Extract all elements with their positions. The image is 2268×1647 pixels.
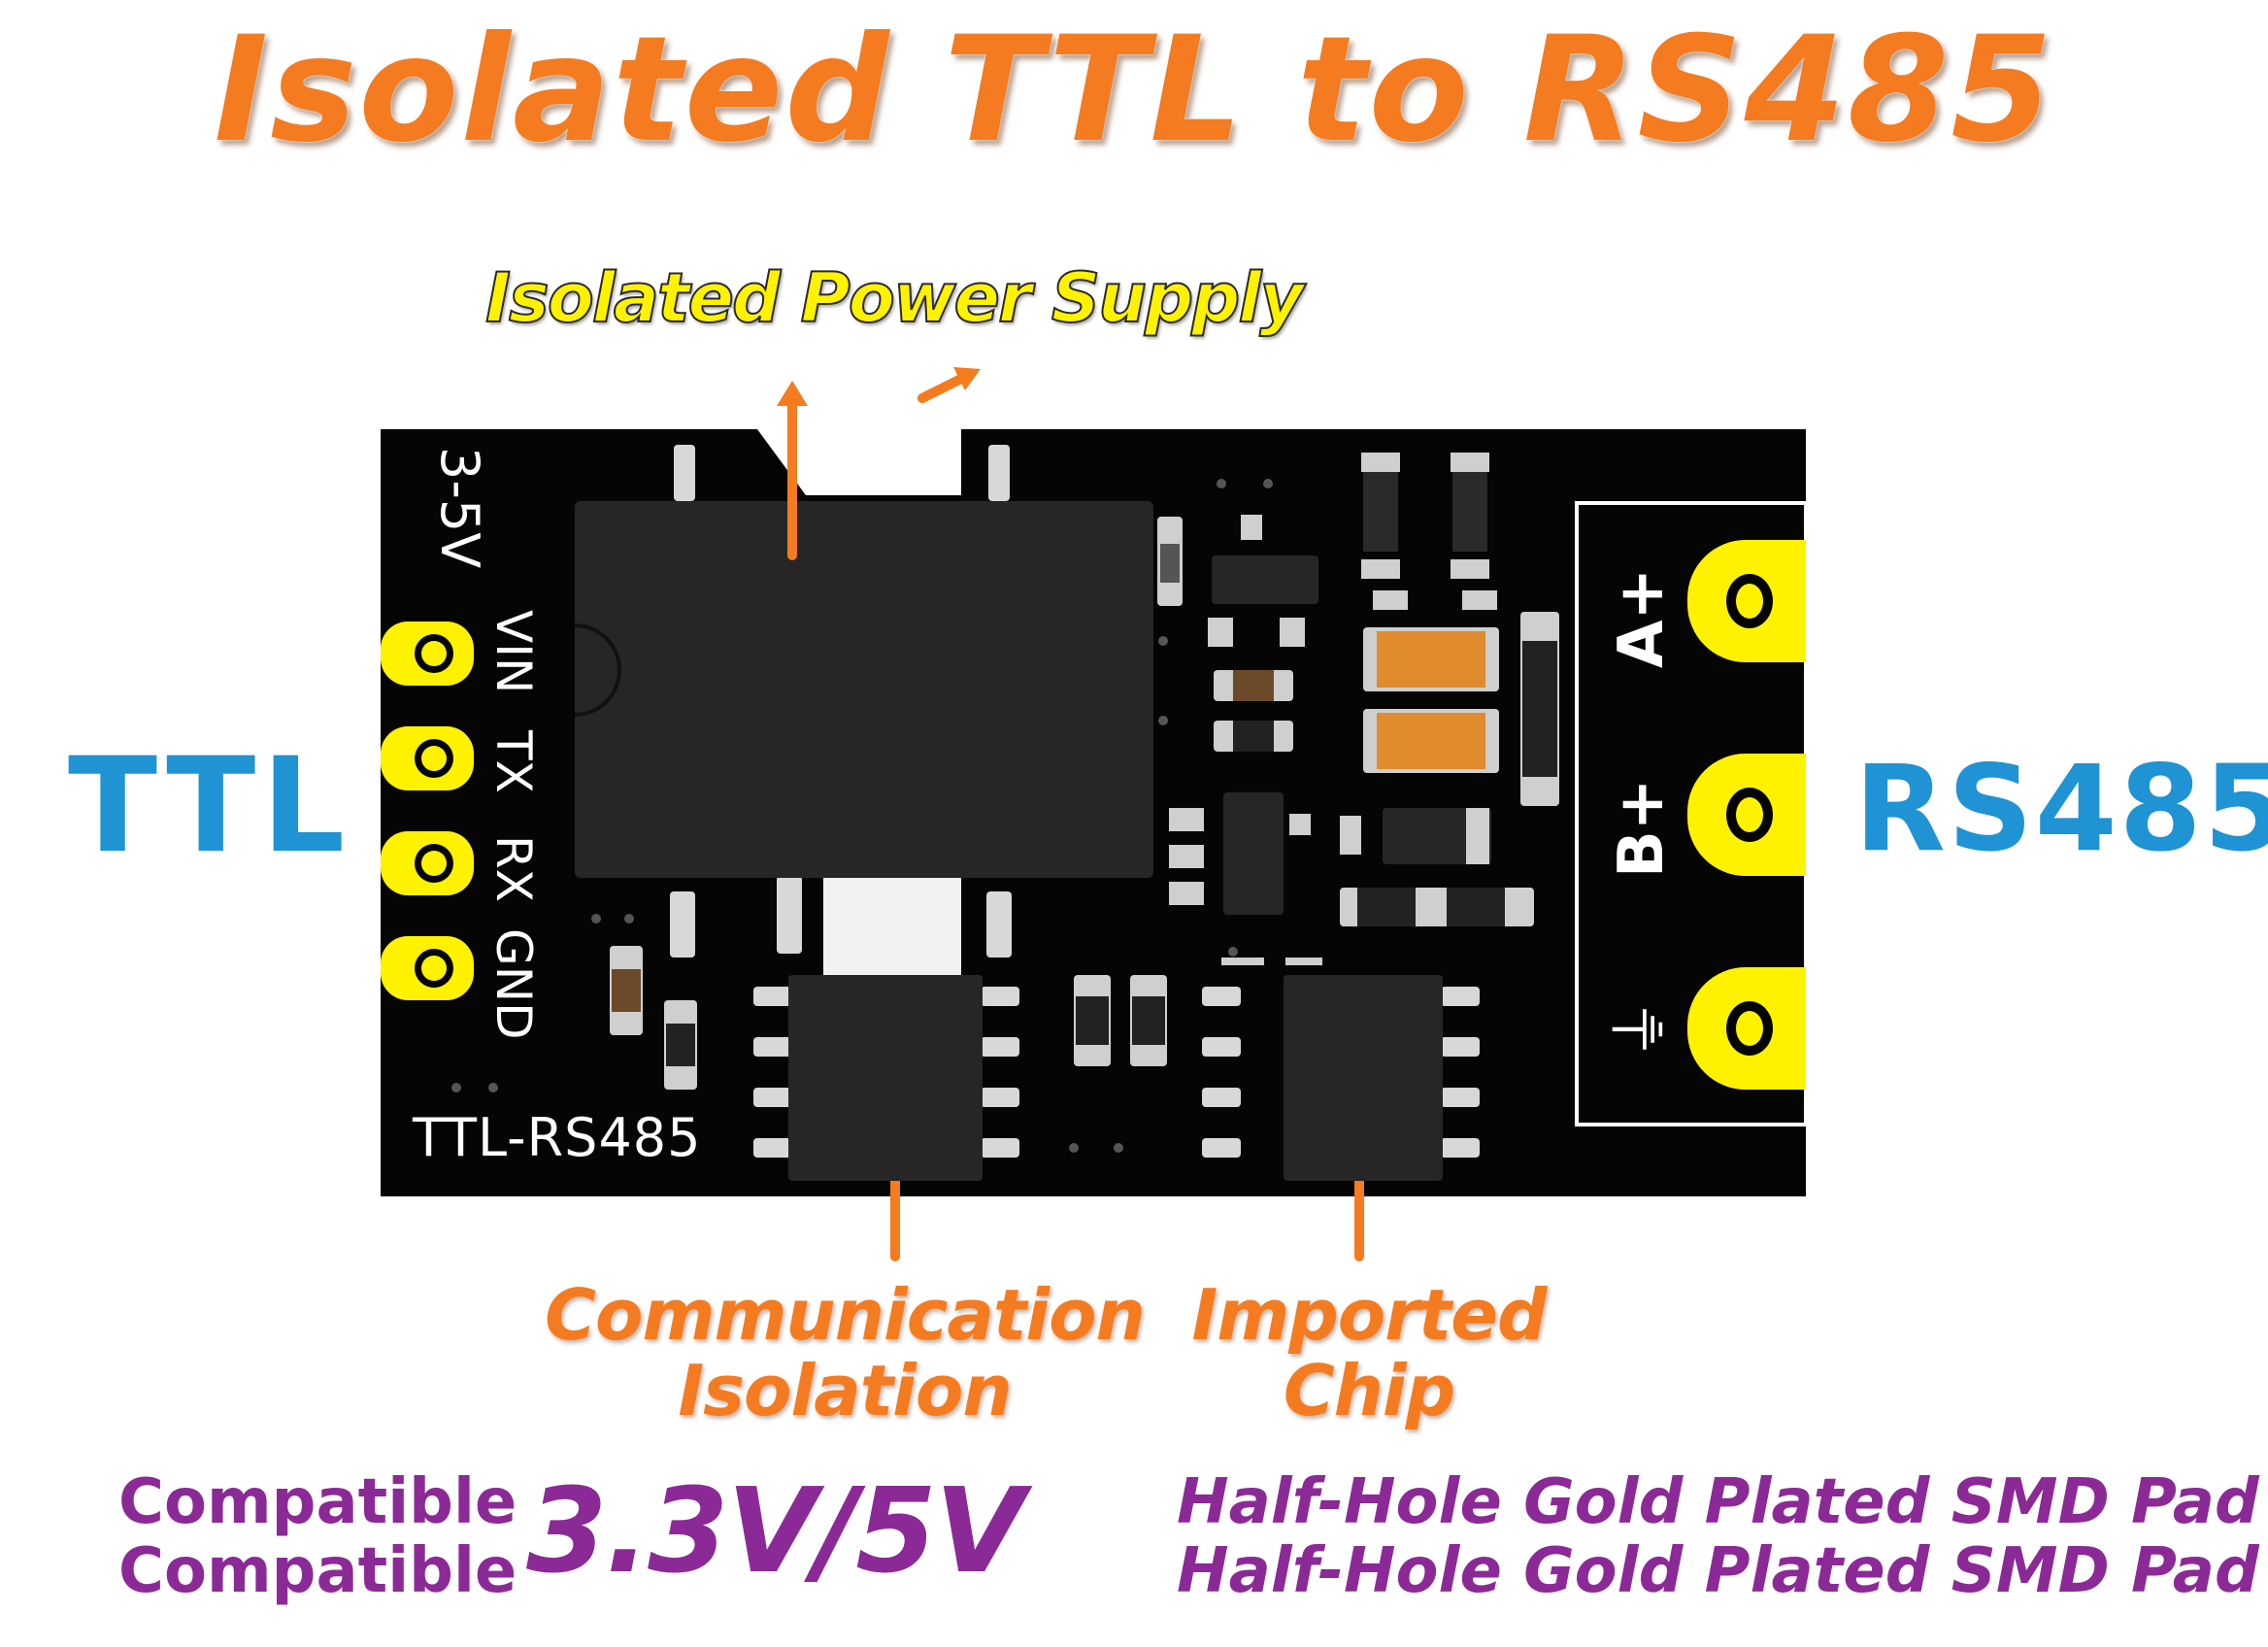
terminal-label-a: A+ <box>1606 568 1678 668</box>
board-cutout <box>823 878 961 975</box>
imported-chip-label: Imported <box>1191 1274 1547 1356</box>
power-arrow-head <box>777 381 808 406</box>
pad-gnd[interactable] <box>381 936 474 1000</box>
imported-chip-label-line2: Chip <box>1283 1350 1455 1431</box>
pad-vin[interactable] <box>381 622 474 686</box>
pad-rx[interactable] <box>381 831 474 895</box>
rs485-port-label: RS485 <box>1854 740 2268 878</box>
pad-ground[interactable] <box>1687 967 1806 1090</box>
isolation-chip <box>753 975 1019 1181</box>
communication-isolation-label: Communication <box>545 1274 1146 1356</box>
page-title: Isolated TTL to RS485 <box>214 6 2054 175</box>
power-supply-label: Isolated Power Supply <box>484 258 1305 338</box>
power-arrow-2-head <box>953 367 981 390</box>
pcb-vias <box>451 479 1273 1153</box>
voltage-label: 3.3V/5V <box>526 1464 1025 1599</box>
rs485-transceiver-chip <box>1202 975 1480 1181</box>
voltage-mark: 3-5V <box>429 447 490 568</box>
model-label: TTL-RS485 <box>412 1107 702 1168</box>
terminal-label-ground: ⏚ <box>1606 998 1678 1060</box>
power-arrow-2-line <box>917 374 966 403</box>
terminal-label-b: B+ <box>1606 779 1678 878</box>
ttl-pads[interactable] <box>381 622 474 1000</box>
pin-label-gnd: GND <box>485 928 542 1040</box>
pad-b-plus[interactable] <box>1687 754 1806 876</box>
communication-isolation-label-line2: Isolation <box>678 1350 1012 1431</box>
rs485-pads[interactable] <box>1687 540 1806 1090</box>
compatible-label: Compatible <box>118 1466 517 1538</box>
board-notch <box>757 429 961 495</box>
pin-label-tx: TX <box>485 729 542 793</box>
ttl-port-label: TTL <box>68 729 351 882</box>
pad-a-plus[interactable] <box>1687 540 1806 662</box>
smd-pad-label: Half-Hole Gold Plated SMD Pad <box>1177 1466 2259 1538</box>
pad-tx[interactable] <box>381 726 474 790</box>
compatible-label-line2: Compatible <box>118 1535 517 1607</box>
isolated-power-module <box>574 445 1153 958</box>
pin-label-rx: RX <box>485 835 542 902</box>
smd-components <box>610 453 1559 1090</box>
smd-pad-label-line2: Half-Hole Gold Plated SMD Pad <box>1177 1535 2259 1607</box>
pin-labels: VIN TX RX GND <box>485 610 542 1040</box>
pin-label-vin: VIN <box>485 610 542 693</box>
